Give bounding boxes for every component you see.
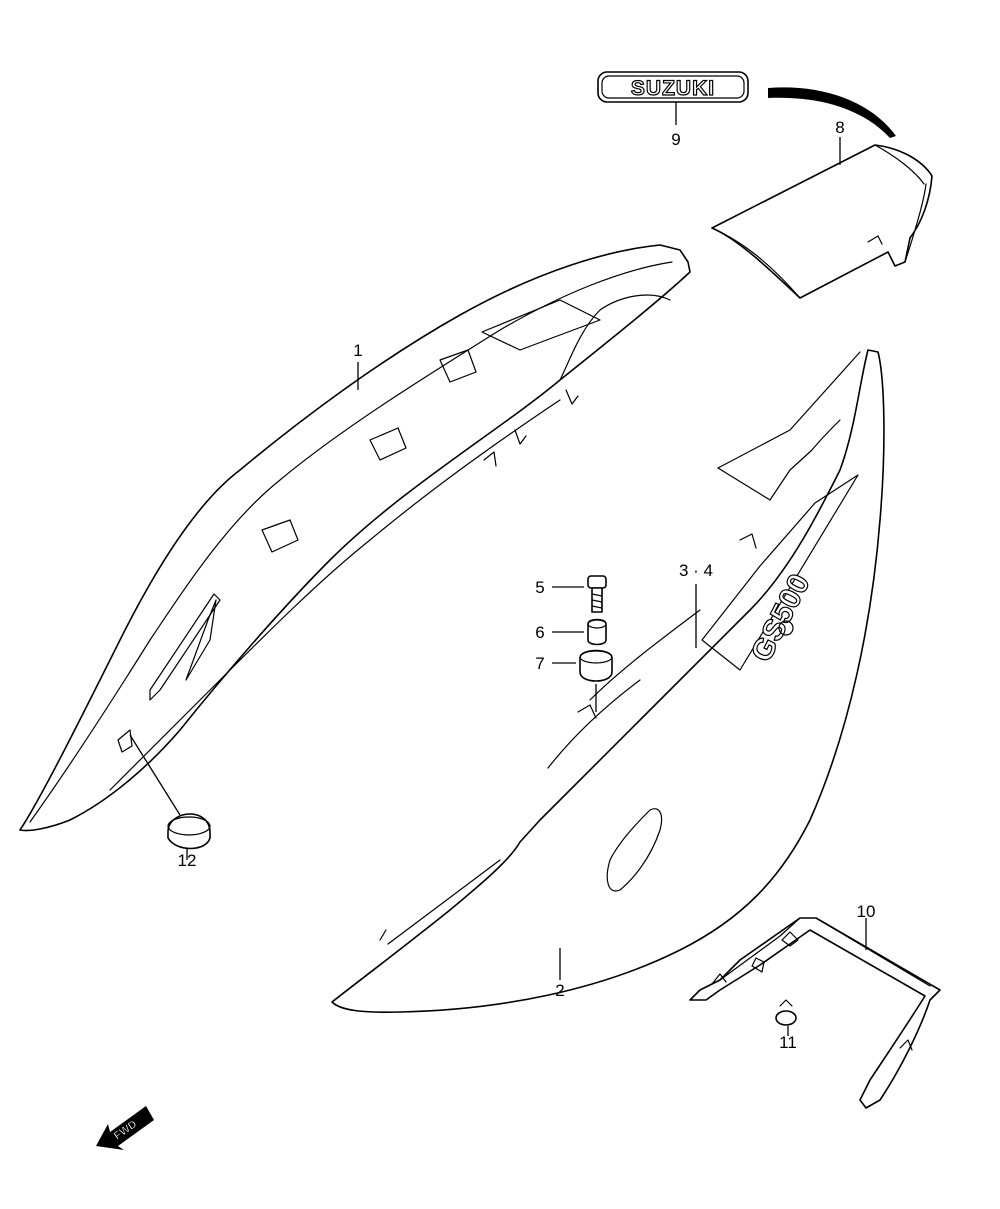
fwd-arrow-icon: FWD — [96, 1106, 154, 1150]
frame-cover-right: GS500 — [331, 349, 885, 1013]
callout-7: 7 — [535, 654, 544, 673]
bolt-5 — [587, 575, 607, 613]
callout-9: 9 — [671, 130, 680, 149]
callout-11: 11 — [779, 1033, 797, 1052]
callout-3-4: 3 · 4 — [679, 561, 713, 580]
tail-cover — [711, 144, 933, 299]
callout-8: 8 — [835, 118, 844, 137]
spacer-6 — [587, 618, 607, 646]
tail-stripe-decal — [768, 87, 896, 138]
frame-cover-left — [19, 244, 691, 832]
callout-12: 12 — [178, 851, 197, 870]
callout-5: 5 — [535, 578, 544, 597]
leader-12-upper — [129, 734, 181, 816]
cushion-7 — [579, 649, 613, 682]
cushion-12 — [167, 813, 211, 850]
callout-1: 1 — [353, 341, 362, 360]
callout-2: 2 — [555, 981, 564, 1000]
callout-6: 6 — [535, 623, 544, 642]
clip-11 — [775, 999, 797, 1026]
suzuki-emblem: SUZUKI — [597, 71, 749, 103]
emblem-logo-text: SUZUKI — [631, 77, 715, 100]
bracket-10 — [689, 917, 941, 1109]
callout-10: 10 — [857, 902, 876, 921]
